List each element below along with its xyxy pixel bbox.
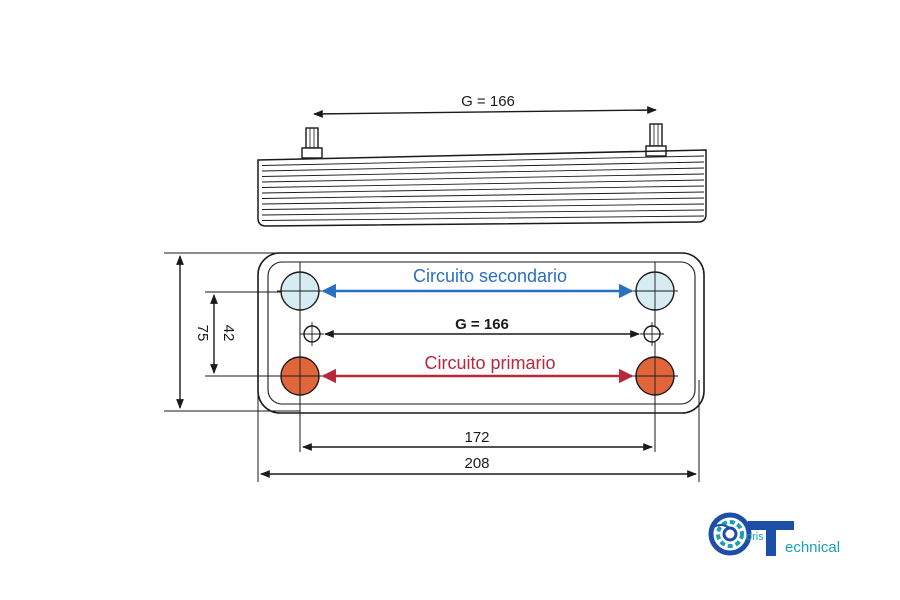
secondary-port-left bbox=[277, 268, 323, 314]
stud-hole-right bbox=[640, 322, 664, 346]
secondary-circuit-label: Circuito secondario bbox=[413, 266, 567, 286]
plate-layer-line bbox=[261, 179, 705, 188]
plate-inner-outline bbox=[267, 261, 696, 405]
width-total-label: 208 bbox=[464, 455, 489, 472]
primary-circuit-label: Circuito primario bbox=[424, 353, 555, 373]
left-stud bbox=[301, 127, 323, 159]
primary-port-left bbox=[277, 353, 323, 399]
swirl-emblem-icon bbox=[708, 512, 752, 556]
plate-layer-line bbox=[261, 185, 705, 194]
plate-layer-line bbox=[261, 203, 705, 210]
plate-outer-outline bbox=[257, 252, 705, 414]
logo-text-echnical: echnical bbox=[785, 539, 840, 556]
plate-layer-line bbox=[261, 215, 705, 221]
plate-layer-line bbox=[261, 173, 705, 183]
front-g-dimension-label: G = 166 bbox=[455, 316, 509, 333]
plate-layer-line bbox=[261, 197, 705, 205]
width-ports-label: 172 bbox=[464, 429, 489, 446]
plate-layer-line bbox=[261, 161, 705, 172]
height-ports-label: 42 bbox=[220, 325, 237, 342]
plate-lines bbox=[261, 155, 705, 221]
stud-hole-left bbox=[300, 322, 324, 346]
height-outer-label: 75 bbox=[194, 325, 211, 342]
oris-technical-logo: oris echnical bbox=[708, 512, 840, 556]
plate-layer-line bbox=[261, 167, 705, 177]
primary-port-right bbox=[632, 353, 678, 399]
side-view bbox=[257, 106, 707, 227]
plate-layer-line bbox=[261, 191, 705, 199]
secondary-port-right bbox=[632, 268, 678, 314]
logo-t-mark bbox=[748, 521, 794, 556]
side-g-dimension-line bbox=[313, 106, 657, 118]
side-g-dimension-label: G = 166 bbox=[461, 93, 515, 110]
plate-layer-line bbox=[261, 155, 705, 166]
front-view bbox=[164, 252, 705, 482]
plate-layer-line bbox=[261, 209, 705, 216]
logo-text-oris: oris bbox=[746, 531, 764, 543]
plate-stack-outline bbox=[257, 149, 707, 227]
